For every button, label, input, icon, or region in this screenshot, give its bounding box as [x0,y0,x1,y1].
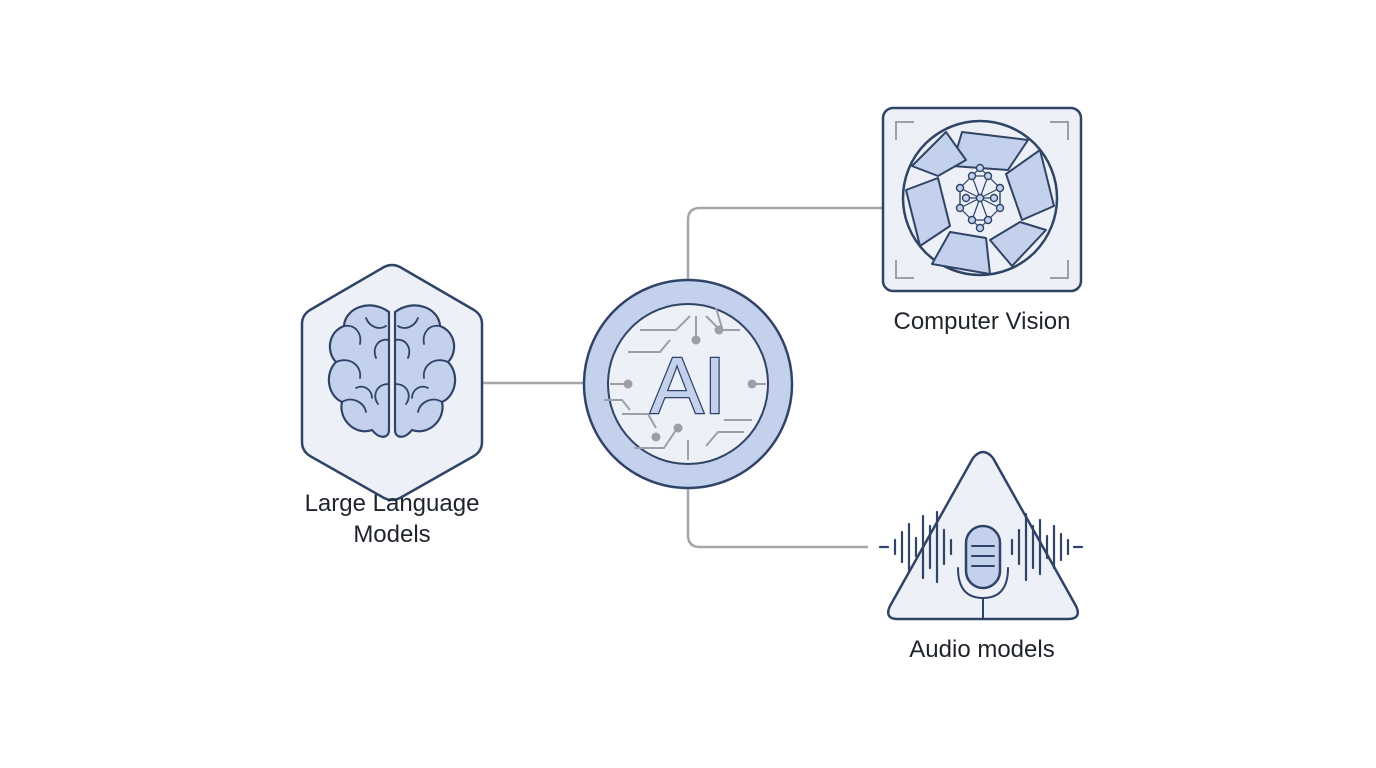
brain-icon [327,304,457,438]
label-llm-line-2: Models [353,521,431,548]
connector-cv [686,206,884,280]
ai-circuit-nodes [623,325,757,442]
ai-text: AI [650,341,726,430]
microphone-icon [957,524,1009,620]
node-ai: AI [582,278,794,490]
node-llm [300,263,484,502]
neural-network-icon [955,163,1005,233]
connectors [482,206,884,549]
sound-wave-icon [878,510,1084,584]
label-llm-line-1: Large Language [304,490,480,517]
label-computer-vision: Computer Vision [893,308,1071,335]
connector-audio [686,488,868,549]
label-audio-models: Audio models [909,636,1055,663]
node-cv [881,106,1083,293]
node-audio [878,450,1084,621]
label-large-language-models: Large Language Models [292,488,492,550]
cv-corner-brackets [895,121,1069,279]
ai-inner-disc [607,303,769,465]
